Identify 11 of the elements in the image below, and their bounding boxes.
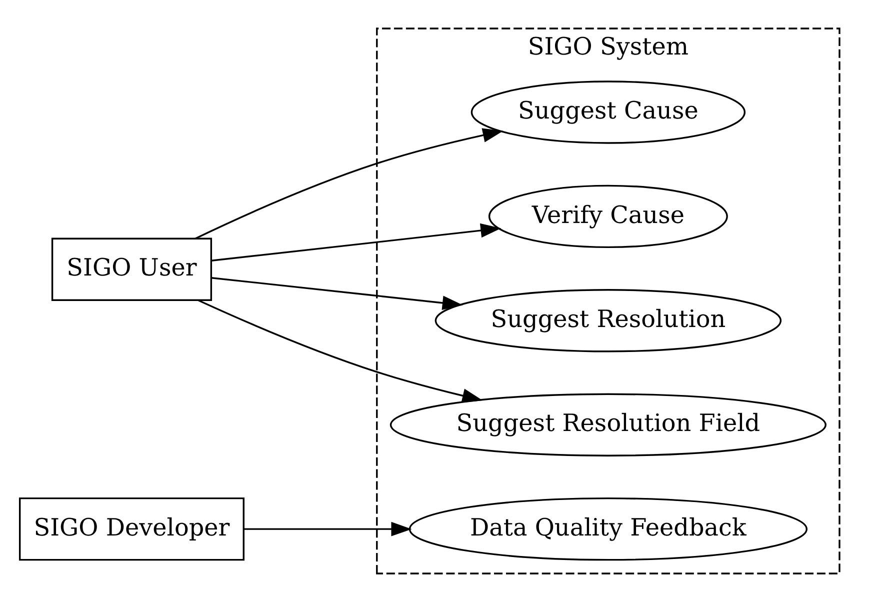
arrow: [210, 277, 462, 310]
arrow: [243, 522, 412, 536]
node-box: SIGO Developer: [18, 497, 244, 561]
node-ellipse: Suggest Resolution: [434, 289, 782, 352]
node-ellipse: Verify Cause: [488, 184, 728, 248]
arrow: [210, 223, 501, 262]
arrow: [194, 128, 503, 240]
node-ellipse: Data Quality Feedback: [408, 497, 808, 561]
arrow: [198, 300, 482, 403]
node-box: SIGO User: [50, 238, 212, 301]
node-ellipse: Suggest Resolution Field: [389, 393, 826, 456]
